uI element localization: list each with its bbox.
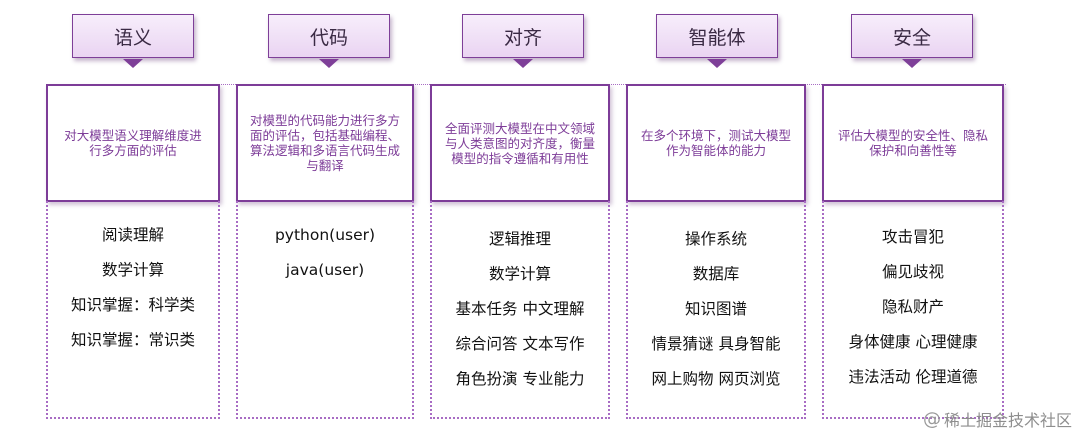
list-item: 身体健康 心理健康 [848,333,978,351]
description-box: 全面评测大模型在中文领域与人类意图的对齐度，衡量模型的指令遵循和有用性 [430,84,610,202]
list-item: 知识掌握：常识类 [70,331,195,349]
description-box: 对大模型语义理解维度进行多方面的评估 [46,84,220,202]
watermark-text: 稀土掘金技术社区 [943,411,1072,430]
description-box: 对模型的代码能力进行多方面的评估，包括基础编程、算法逻辑和多语言代码生成与翻译 [236,84,414,202]
list-item: 阅读理解 [101,226,164,244]
items-box: 攻击冒犯 偏见歧视 隐私财产 身体健康 心理健康 违法活动 伦理道德 [822,201,1004,419]
list-item: 知识图谱 [684,300,747,318]
description-box: 评估大模型的安全性、隐私保护和向善性等 [822,84,1004,202]
list-item: 偏见歧视 [881,263,944,281]
column-agent: 智能体 在多个环境下，测试大模型作为智能体的能力 操作系统 数据库 知识图谱 情… [626,0,806,437]
list-item: 知识掌握：科学类 [70,296,195,314]
items-box: python(user) java(user) [236,201,414,419]
column-alignment: 对齐 全面评测大模型在中文领域与人类意图的对齐度，衡量模型的指令遵循和有用性 逻… [430,0,610,437]
list-item: 角色扮演 专业能力 [455,370,585,388]
category-tag-agent: 智能体 [656,14,778,58]
list-item: 逻辑推理 [488,230,551,248]
tag-arrow-icon [707,59,727,68]
items-box: 操作系统 数据库 知识图谱 情景猜谜 具身智能 网上购物 网页浏览 [626,201,806,419]
column-code: 代码 对模型的代码能力进行多方面的评估，包括基础编程、算法逻辑和多语言代码生成与… [236,0,414,437]
list-item: 数学计算 [488,265,551,283]
list-item: 基本任务 中文理解 [455,300,585,318]
tag-arrow-icon [513,59,533,68]
tag-arrow-icon [902,59,922,68]
category-tag-alignment: 对齐 [462,14,584,58]
column-safety: 安全 评估大模型的安全性、隐私保护和向善性等 攻击冒犯 偏见歧视 隐私财产 身体… [822,0,1004,437]
list-item: 情景猜谜 具身智能 [651,335,781,353]
list-item: 数据库 [692,265,740,283]
list-item: 隐私财产 [881,298,944,316]
tag-arrow-icon [123,59,143,68]
list-item: 操作系统 [684,230,747,248]
category-tag-semantics: 语义 [72,14,194,58]
list-item: 网上购物 网页浏览 [651,370,781,388]
list-item: 违法活动 伦理道德 [848,368,978,386]
description-box: 在多个环境下，测试大模型作为智能体的能力 [626,84,806,202]
tag-arrow-icon [319,59,339,68]
list-item: python(user) [274,226,376,244]
items-box: 阅读理解 数学计算 知识掌握：科学类 知识掌握：常识类 [46,201,220,419]
list-item: 攻击冒犯 [881,228,944,246]
category-tag-safety: 安全 [851,14,973,58]
items-box: 逻辑推理 数学计算 基本任务 中文理解 综合问答 文本写作 角色扮演 专业能力 [430,201,610,419]
at-sign-icon: @ [922,408,941,430]
column-semantics: 语义 对大模型语义理解维度进行多方面的评估 阅读理解 数学计算 知识掌握：科学类… [46,0,220,437]
watermark: @ 稀土掘金技术社区 [923,407,1072,431]
list-item: java(user) [285,261,365,279]
category-tag-code: 代码 [268,14,390,58]
list-item: 数学计算 [101,261,164,279]
list-item: 综合问答 文本写作 [455,335,585,353]
